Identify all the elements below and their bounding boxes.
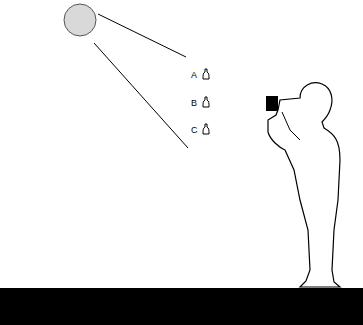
light-ray: [94, 43, 188, 148]
bottle-icons: [203, 69, 209, 134]
person-silhouette: [268, 83, 340, 287]
sun: [64, 4, 96, 36]
part-label: C: [191, 125, 198, 135]
ground: [0, 288, 363, 325]
part-label: A: [191, 70, 197, 80]
light-ray: [98, 14, 186, 57]
arm-line: [282, 112, 300, 140]
camera: [266, 96, 278, 111]
part-label: B: [191, 98, 197, 108]
